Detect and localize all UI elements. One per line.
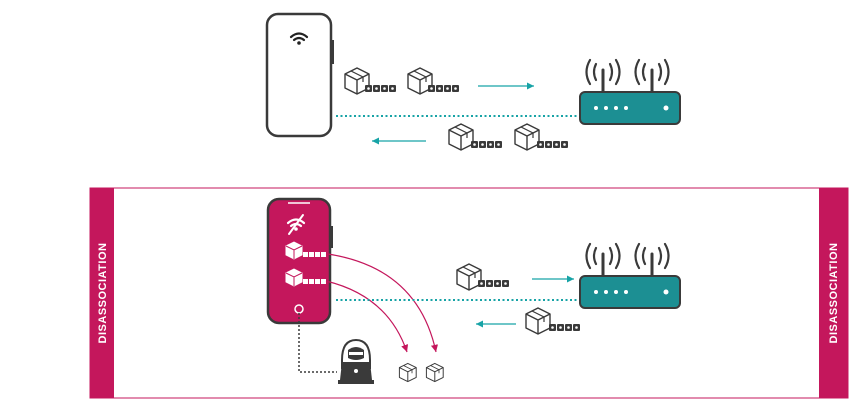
side-label-left: DISASSOCIATION [97, 243, 109, 344]
package-icon [514, 123, 540, 151]
package-icon [398, 362, 417, 383]
hacker-icon [341, 338, 371, 369]
side-bar-right [819, 188, 848, 398]
side-label-right: DISASSOCIATION [828, 243, 840, 344]
laptop-icon [338, 362, 374, 384]
data-bits [303, 252, 326, 257]
intercept-arrow [327, 253, 439, 353]
wifi-icon [289, 32, 309, 45]
package-icon [285, 241, 303, 260]
side-bar-left [90, 188, 114, 398]
data-bits [537, 141, 568, 148]
disassociation-panel: DISASSOCIATION DISASSOCIATION [89, 187, 849, 399]
package-icon [525, 307, 551, 335]
package-icon [285, 268, 303, 287]
smartphone-icon [265, 12, 334, 138]
wifi-off-icon [286, 214, 306, 235]
package-icon [456, 263, 482, 291]
data-bits [303, 279, 326, 284]
data-bits [471, 141, 502, 148]
tap-wire [298, 313, 337, 373]
attack-scene [266, 197, 682, 384]
intercept-arrow [325, 280, 409, 353]
data-bits [428, 85, 459, 92]
package-icon [448, 123, 474, 151]
normal-connection-scene [265, 12, 682, 151]
package-icon [425, 362, 444, 383]
data-bits [365, 85, 396, 92]
router-icon [578, 58, 682, 126]
